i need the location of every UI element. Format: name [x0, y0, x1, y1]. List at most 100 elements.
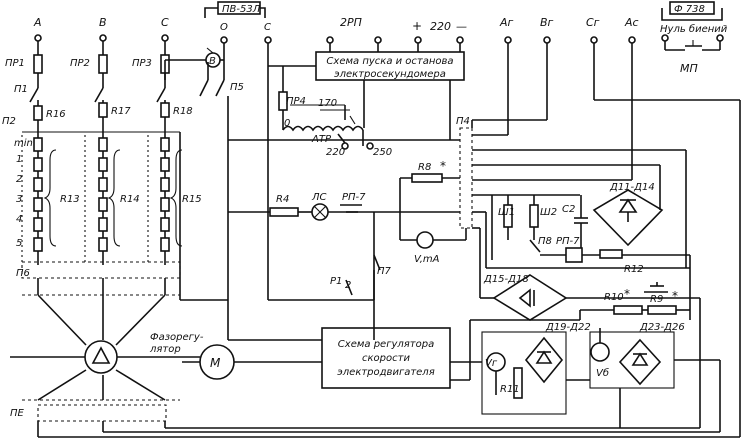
label-p4: П4 [456, 116, 470, 127]
label-min: min [14, 138, 33, 149]
label-r14: R14 [120, 194, 140, 205]
label-cg: Cг [586, 16, 600, 29]
label-ag: Aг [499, 16, 514, 29]
label-r9-star: * [672, 289, 678, 303]
resistor-chains [21, 131, 183, 265]
label-vb: Vб [596, 367, 609, 379]
supply-terminals [326, 36, 464, 52]
label-p8: П8 [538, 236, 552, 247]
start-stop-box [315, 51, 465, 81]
connecting-wires [179, 80, 581, 381]
r4-ls-rp7 [228, 203, 375, 300]
label-250-tap: 250 [373, 147, 392, 158]
label-p12-sub: 2 [345, 280, 351, 291]
label-d11: Д11-Д14 [609, 182, 655, 193]
label-phase-c: C [161, 16, 169, 29]
start-stop-line1: Схема пуска и останова [326, 56, 453, 67]
speed-reg-line1: Схема регулятора [338, 339, 434, 350]
label-r10: R10 [604, 292, 624, 303]
label-pv53l: ПВ-53Л [222, 4, 261, 15]
label-bg: Bг [540, 16, 554, 29]
label-sh2: Ш2 [540, 207, 557, 218]
label-vma: V,mA [414, 254, 440, 265]
label-pe: ПЕ [10, 408, 25, 419]
label-sh1: Ш1 [498, 207, 515, 218]
start-stop-line2: электросекундомера [334, 69, 446, 80]
p12-p7-contacts [227, 212, 381, 341]
label-p12: Р1 [330, 276, 342, 287]
label-170: 170 [318, 98, 337, 109]
label-atr: АТР [311, 134, 332, 145]
label-pv-c: С [264, 22, 271, 33]
label-mp: МП [680, 62, 698, 75]
tap-1: 1 [16, 154, 22, 165]
label-minus: — [456, 20, 467, 33]
label-motor: М [210, 356, 221, 370]
label-null-beats: Нуль биений [660, 23, 728, 35]
r16-r18-resistors [33, 102, 170, 132]
label-p7: П7 [377, 266, 392, 277]
label-zero: 0 [284, 118, 290, 129]
f738-block [661, 1, 724, 51]
phase-inputs [29, 34, 170, 112]
label-p6: П6 [16, 268, 30, 279]
pv53l-block [164, 1, 272, 300]
label-phase-regulator-2: лятор [149, 344, 181, 355]
phase-regulator-block [10, 261, 740, 438]
label-pr1: ПР1 [5, 58, 25, 69]
d23-d26-block [566, 298, 721, 432]
label-r11: R11 [500, 384, 520, 395]
label-f738: Ф 738 [674, 4, 705, 15]
label-ls: ЛС [311, 192, 327, 203]
label-phase-regulator-1: Фазорегу- [150, 332, 204, 343]
tap-5: 5 [16, 238, 22, 249]
label-vg: Vг [485, 358, 498, 369]
label-pv-o: О [220, 22, 228, 33]
label-c2: С2 [562, 204, 575, 215]
label-r15: R15 [182, 194, 202, 205]
label-r8-star: * [440, 159, 446, 173]
label-r12: R12 [624, 264, 644, 275]
generator-terminals [504, 36, 741, 437]
label-r9: R9 [650, 294, 663, 305]
r8-meter [399, 173, 467, 249]
label-ac: Aс [624, 16, 639, 29]
label-pr4: ПР4 [286, 96, 306, 107]
label-r10-star: * [624, 287, 630, 301]
label-220-tap: 220 [326, 147, 345, 158]
d19-d22-block [481, 331, 567, 415]
label-rp7b: РП-7 [556, 236, 580, 247]
label-p2: П2 [2, 116, 16, 127]
label-pr2: ПР2 [70, 58, 90, 69]
label-plus: + [412, 19, 422, 33]
label-pr3: ПР3 [132, 58, 152, 69]
label-r18: R18 [173, 106, 193, 117]
r10-r9 [580, 255, 691, 320]
label-p1: П1 [14, 84, 28, 95]
label-pv-b: В [209, 56, 216, 67]
shunt-block [485, 194, 690, 269]
label-rp7: РП-7 [342, 192, 366, 203]
speed-reg-line2: скорости [362, 353, 410, 364]
label-p5: П5 [230, 82, 244, 93]
p4-switch [459, 119, 686, 229]
label-phase-b: B [99, 16, 107, 29]
bridge-d11-d14 [592, 150, 687, 268]
label-r16: R16 [46, 109, 66, 120]
speed-regulator-box [321, 327, 451, 389]
tap-2: 2 [16, 174, 22, 185]
label-r4: R4 [276, 194, 289, 205]
label-r8: R8 [418, 162, 431, 173]
label-phase-a: A [33, 16, 42, 29]
tap-4: 4 [16, 214, 22, 225]
label-220: 220 [430, 20, 451, 33]
speed-reg-line3: электродвигателя [337, 367, 434, 378]
label-d19: Д19-Д22 [545, 322, 591, 333]
label-2rp: 2РП [340, 16, 362, 29]
label-d15: Д15-Д18 [483, 274, 529, 285]
label-r13: R13 [60, 194, 80, 205]
autotransformer-block [227, 65, 460, 213]
label-d23: Д23-Д26 [639, 322, 685, 333]
